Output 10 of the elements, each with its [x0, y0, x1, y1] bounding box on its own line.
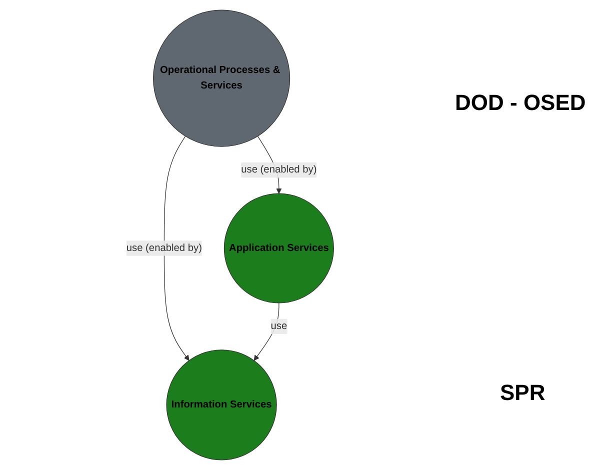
node-circle: Application Services [224, 193, 334, 304]
region-label: SPR [500, 380, 546, 406]
arrow [164, 136, 190, 361]
edge-label: use (enabled by) [241, 164, 317, 176]
edge-label: use (enabled by) [126, 242, 202, 254]
node-circle: Operational Processes & Services [153, 10, 290, 147]
arrow [254, 302, 280, 361]
edge-label: use [270, 320, 288, 332]
node-circle: Information Services [166, 350, 277, 460]
region-label: DOD - OSED [455, 90, 586, 116]
